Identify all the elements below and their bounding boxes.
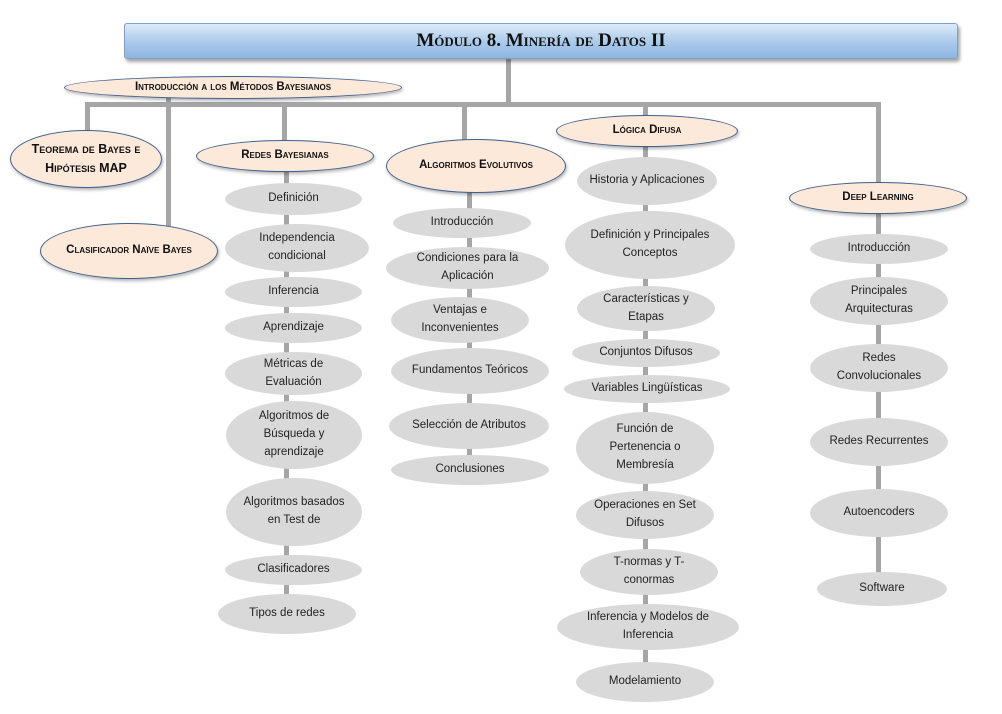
section-logica-difusa: Lógica Difusa bbox=[556, 115, 738, 147]
section-intro-metodos-bayesianos: Introducción a los Métodos Bayesianos bbox=[64, 76, 402, 99]
logica-item-funcion: Función de Pertenencia o Membresía bbox=[576, 412, 714, 484]
section-clasificador-naive-bayes: Clasificador Naïve Bayes bbox=[40, 223, 218, 279]
redes-item-metricas: Métricas de Evaluación bbox=[225, 352, 362, 395]
section-teorema-bayes: Teorema de Bayes e Hipótesis MAP bbox=[10, 130, 162, 188]
logica-item-variables: Variables Lingüísticas bbox=[564, 375, 730, 403]
logica-item-caracteristicas: Características y Etapas bbox=[577, 286, 715, 331]
logica-item-conjuntos: Conjuntos Difusos bbox=[572, 339, 720, 367]
deep-item-autoencoders: Autoencoders bbox=[810, 489, 948, 537]
logica-item-tnormas: T-normas y T-conormas bbox=[580, 549, 718, 595]
deep-item-introduccion: Introducción bbox=[810, 234, 948, 264]
algoritmos-item-condiciones: Condiciones para la Aplicación bbox=[386, 247, 549, 289]
deep-item-recurrentes: Redes Recurrentes bbox=[810, 418, 948, 466]
deep-item-software: Software bbox=[817, 572, 947, 606]
algoritmos-item-introduccion: Introducción bbox=[393, 208, 531, 238]
redes-item-tipos-redes: Tipos de redes bbox=[218, 594, 356, 634]
logica-item-historia: Historia y Aplicaciones bbox=[577, 157, 717, 205]
section-deep-learning: Deep Learning bbox=[789, 182, 967, 214]
section-algoritmos-evolutivos: Algoritmos Evolutivos bbox=[386, 139, 566, 193]
deep-item-convolucionales: Redes Convolucionales bbox=[810, 344, 948, 392]
redes-item-algoritmos-test: Algoritmos basados en Test de bbox=[226, 478, 362, 546]
section-redes-bayesianas: Redes Bayesianas bbox=[196, 140, 374, 172]
algoritmos-item-conclusiones: Conclusiones bbox=[391, 455, 549, 485]
redes-item-aprendizaje: Aprendizaje bbox=[225, 313, 362, 343]
redes-item-algoritmos-busqueda: Algoritmos de Búsqueda y aprendizaje bbox=[226, 401, 362, 469]
redes-item-clasificadores: Clasificadores bbox=[225, 555, 362, 585]
deep-item-arquitecturas: Principales Arquitecturas bbox=[810, 277, 948, 325]
logica-item-definicion: Definición y Principales Conceptos bbox=[565, 211, 735, 279]
logica-item-inferencia: Inferencia y Modelos de Inferencia bbox=[557, 604, 739, 650]
redes-item-inferencia: Inferencia bbox=[225, 277, 362, 307]
algoritmos-item-seleccion: Selección de Atributos bbox=[389, 403, 549, 449]
redes-item-definicion: Definición bbox=[225, 183, 362, 215]
logica-item-operaciones: Operaciones en Set Difusos bbox=[576, 491, 714, 539]
page-title: Módulo 8. Minería de Datos II bbox=[124, 23, 958, 59]
algoritmos-item-fundamentos: Fundamentos Teóricos bbox=[391, 348, 549, 394]
redes-item-independencia: Independencia condicional bbox=[225, 224, 369, 272]
logica-item-modelamiento: Modelamiento bbox=[576, 662, 714, 702]
algoritmos-item-ventajas: Ventajas e Inconvenientes bbox=[391, 297, 529, 343]
